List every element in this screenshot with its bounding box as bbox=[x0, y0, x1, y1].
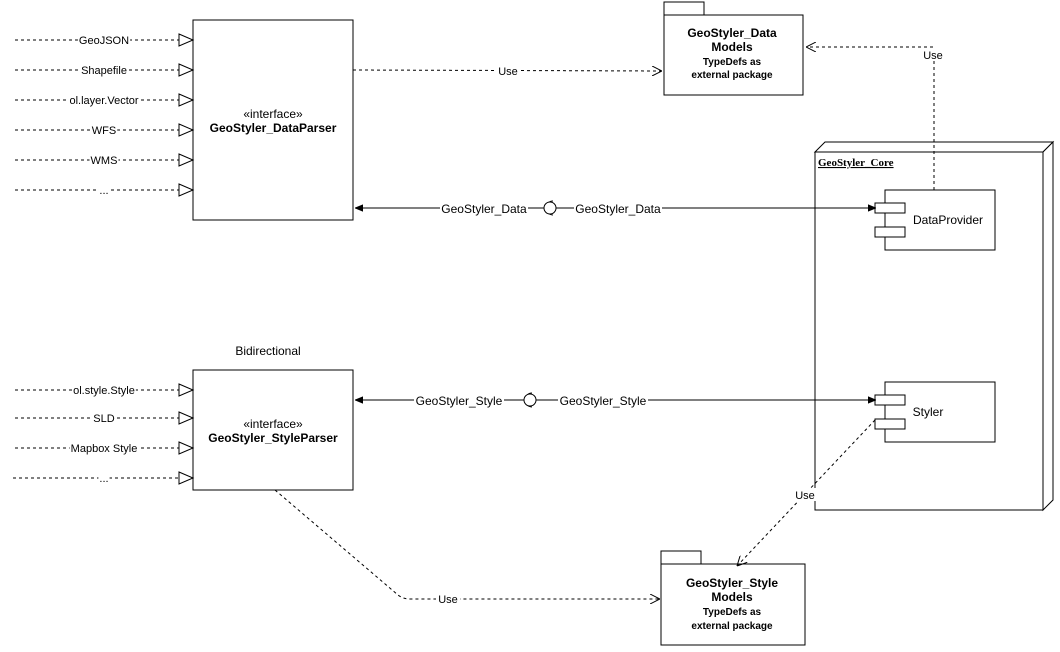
style-parser-box bbox=[192, 369, 354, 491]
dependency-line bbox=[806, 47, 935, 190]
realization-arrow bbox=[178, 93, 195, 107]
label-bg bbox=[80, 65, 128, 77]
label-bg bbox=[98, 473, 110, 485]
style-parser-inputs: ol.style.Style SLD Mapbox Style ... bbox=[13, 383, 195, 485]
style-models-title-2: Models bbox=[711, 590, 753, 604]
component-port bbox=[874, 418, 906, 430]
input-label-wfs: WFS bbox=[92, 125, 116, 137]
package-body bbox=[660, 563, 806, 646]
realization-arrow bbox=[178, 383, 195, 397]
realization-arrow bbox=[178, 441, 195, 455]
data-models-title-2: Models bbox=[711, 40, 753, 54]
label-bg bbox=[436, 592, 460, 605]
label-bg bbox=[68, 95, 140, 107]
label-bg bbox=[69, 443, 139, 455]
realization-arrow bbox=[178, 33, 195, 47]
dependency-line bbox=[274, 489, 660, 599]
realization-arrow bbox=[178, 123, 195, 137]
realization-arrow bbox=[178, 63, 195, 77]
data-provider-component: DataProvider bbox=[874, 189, 996, 251]
data-parser-name: GeoStyler_DataParser bbox=[210, 121, 337, 135]
package-tab bbox=[660, 550, 702, 565]
use-connector-parser-data-models: Use bbox=[352, 64, 662, 78]
input-label-ellipsis: ... bbox=[99, 185, 108, 197]
realization-arrow bbox=[178, 153, 195, 167]
input-label-ol-layer-vector: ol.layer.Vector bbox=[69, 95, 138, 107]
input-label-shapefile: Shapefile bbox=[81, 65, 127, 77]
style-models-sub-1: TypeDefs as bbox=[703, 607, 762, 618]
package-body bbox=[663, 14, 804, 96]
use-connector-provider-data-models: Use bbox=[806, 47, 945, 190]
data-provided-label: GeoStyler_Data bbox=[575, 202, 661, 216]
use-label: Use bbox=[923, 50, 943, 62]
data-models-package: GeoStyler_Data Models TypeDefs as extern… bbox=[663, 1, 804, 96]
component-body bbox=[884, 189, 996, 251]
input-label-geojson: GeoJSON bbox=[79, 35, 129, 47]
data-models-sub-2: external package bbox=[691, 70, 773, 81]
input-label-mapbox-style: Mapbox Style bbox=[71, 443, 138, 455]
component-body bbox=[884, 381, 996, 443]
label-bg bbox=[574, 201, 662, 215]
style-models-title-1: GeoStyler_Style bbox=[686, 576, 778, 590]
core-title: GeoStyler_Core bbox=[818, 157, 894, 169]
data-provider-label: DataProvider bbox=[913, 213, 983, 227]
input-label-sld: SLD bbox=[93, 413, 114, 425]
node-side-face bbox=[1042, 140, 1054, 512]
style-parser-stereotype: «interface» bbox=[243, 417, 303, 431]
data-parser-stereotype: «interface» bbox=[243, 107, 303, 121]
use-connector-style-parser-style-models: Use bbox=[274, 489, 660, 606]
styler-component: Styler bbox=[874, 381, 996, 443]
component-port bbox=[874, 202, 906, 214]
ball bbox=[543, 201, 557, 215]
data-parser-interface: «interface» GeoStyler_DataParser bbox=[192, 19, 354, 221]
realization-arrow bbox=[178, 471, 195, 485]
bidirectional-caption: Bidirectional bbox=[235, 344, 300, 358]
style-provided-label: GeoStyler_Style bbox=[560, 394, 647, 408]
label-bg bbox=[98, 185, 110, 197]
use-label: Use bbox=[498, 66, 518, 78]
data-interface-connector: GeoStyler_Data GeoStyler_Data bbox=[355, 200, 876, 216]
style-parser-interface: Bidirectional «interface» GeoStyler_Styl… bbox=[192, 344, 354, 491]
styler-label: Styler bbox=[913, 405, 944, 419]
label-bg bbox=[72, 385, 136, 397]
component-port bbox=[874, 226, 906, 238]
package-tab bbox=[663, 1, 705, 16]
input-label-ol-style: ol.style.Style bbox=[73, 385, 135, 397]
label-bg bbox=[440, 201, 528, 215]
data-required-label: GeoStyler_Data bbox=[441, 202, 527, 216]
data-models-title-1: GeoStyler_Data bbox=[687, 26, 777, 40]
realization-arrow bbox=[178, 411, 195, 425]
component-port bbox=[874, 394, 906, 406]
label-bg bbox=[558, 393, 648, 407]
label-bg bbox=[89, 155, 119, 167]
data-parser-box bbox=[192, 19, 354, 221]
realization-arrow bbox=[178, 183, 195, 197]
style-parser-name: GeoStyler_StyleParser bbox=[208, 431, 338, 445]
style-models-package: GeoStyler_Style Models TypeDefs as exter… bbox=[660, 550, 806, 646]
label-bg bbox=[92, 413, 116, 425]
label-bg bbox=[90, 125, 118, 137]
data-parser-inputs: GeoJSON Shapefile ol.layer.Vector WFS WM… bbox=[15, 33, 195, 197]
use-label: Use bbox=[438, 594, 458, 606]
label-bg bbox=[414, 393, 504, 407]
style-models-sub-2: external package bbox=[691, 621, 773, 632]
input-label-ellipsis: ... bbox=[99, 473, 108, 485]
label-bg bbox=[77, 35, 131, 47]
use-connector-styler-style-models: Use bbox=[737, 419, 876, 566]
label-bg bbox=[921, 48, 945, 61]
label-bg bbox=[793, 488, 817, 501]
input-label-wms: WMS bbox=[91, 155, 118, 167]
label-bg bbox=[496, 64, 520, 77]
use-label: Use bbox=[795, 490, 815, 502]
ball bbox=[523, 393, 537, 407]
data-models-sub-1: TypeDefs as bbox=[703, 57, 762, 68]
style-interface-connector: GeoStyler_Style GeoStyler_Style bbox=[355, 392, 876, 408]
style-required-label: GeoStyler_Style bbox=[416, 394, 503, 408]
